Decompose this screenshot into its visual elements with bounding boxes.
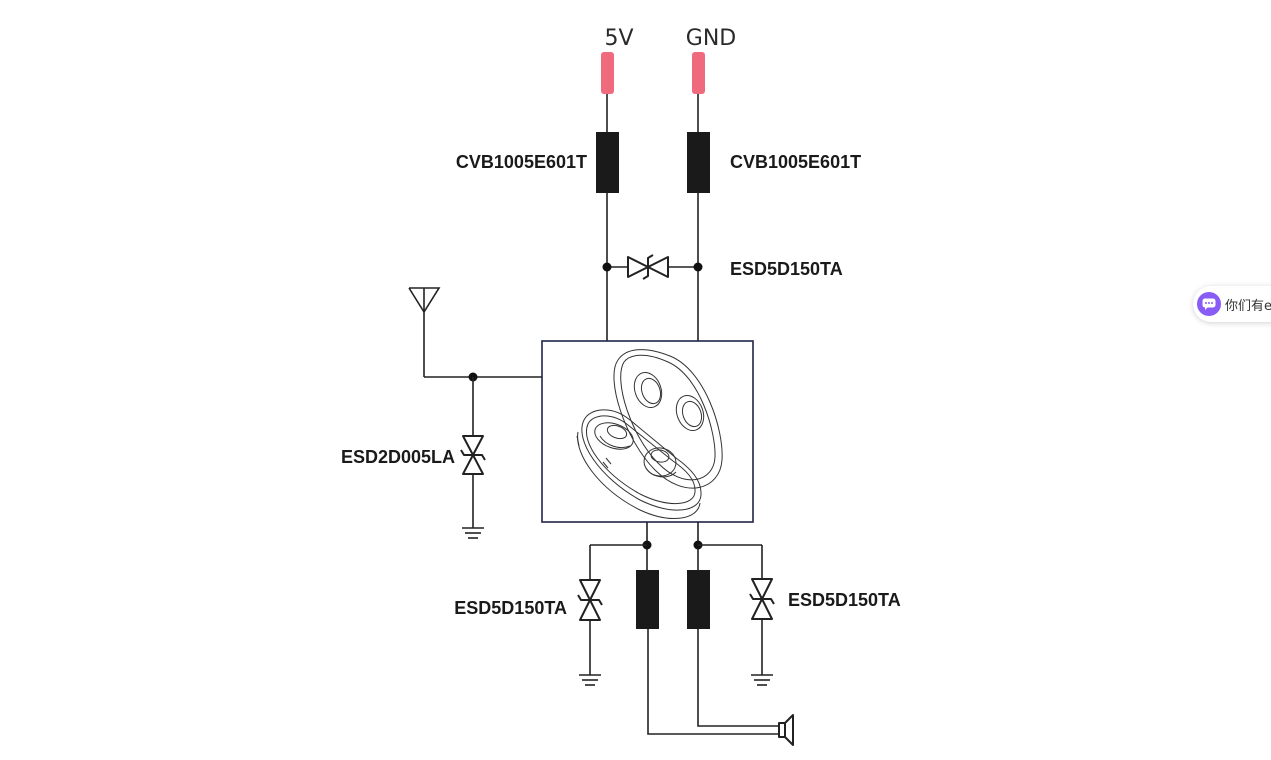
junction-gnd bbox=[693, 262, 703, 272]
earbuds-case-illustration bbox=[576, 349, 723, 519]
ground-icon bbox=[751, 674, 773, 686]
wire-speaker-right bbox=[697, 629, 779, 727]
device-box bbox=[541, 340, 754, 523]
speaker-icon bbox=[778, 714, 794, 746]
terminal-5v-label: 5V bbox=[604, 26, 633, 51]
bead-5v-label: CVB1005E601T bbox=[456, 152, 587, 172]
esd-power-diode bbox=[607, 254, 698, 280]
esd-speaker-right-diode bbox=[749, 578, 775, 620]
junction-5v bbox=[602, 262, 612, 272]
esd-speaker-left-label: ESD5D150TA bbox=[454, 598, 567, 618]
ground-icon bbox=[462, 527, 484, 539]
bead-speaker-left bbox=[636, 570, 659, 629]
terminal-gnd-pin bbox=[692, 52, 705, 94]
bead-gnd-label: CVB1005E601T bbox=[730, 152, 861, 172]
esd-antenna-diode bbox=[460, 435, 486, 475]
chat-icon bbox=[1197, 292, 1221, 316]
terminal-gnd-label: GND bbox=[686, 26, 736, 51]
esd-power-label: ESD5D150TA bbox=[730, 259, 843, 279]
ground-icon bbox=[579, 674, 601, 686]
bead-speaker-right bbox=[687, 570, 710, 629]
esd-antenna-label: ESD2D005LA bbox=[341, 447, 455, 467]
chat-widget-button[interactable]: 你们有e bbox=[1193, 286, 1271, 322]
terminal-gnd: GND bbox=[686, 26, 736, 94]
esd-speaker-right-label: ESD5D150TA bbox=[788, 590, 901, 610]
terminal-5v-pin bbox=[601, 52, 614, 94]
bead-5v bbox=[596, 132, 619, 193]
chat-widget-text: 你们有e bbox=[1225, 298, 1271, 314]
terminal-5v: 5V bbox=[601, 26, 634, 94]
bead-gnd bbox=[687, 132, 710, 193]
esd-speaker-left-diode bbox=[577, 579, 603, 621]
antenna-icon bbox=[408, 287, 441, 377]
wire-speaker-left bbox=[647, 629, 779, 735]
